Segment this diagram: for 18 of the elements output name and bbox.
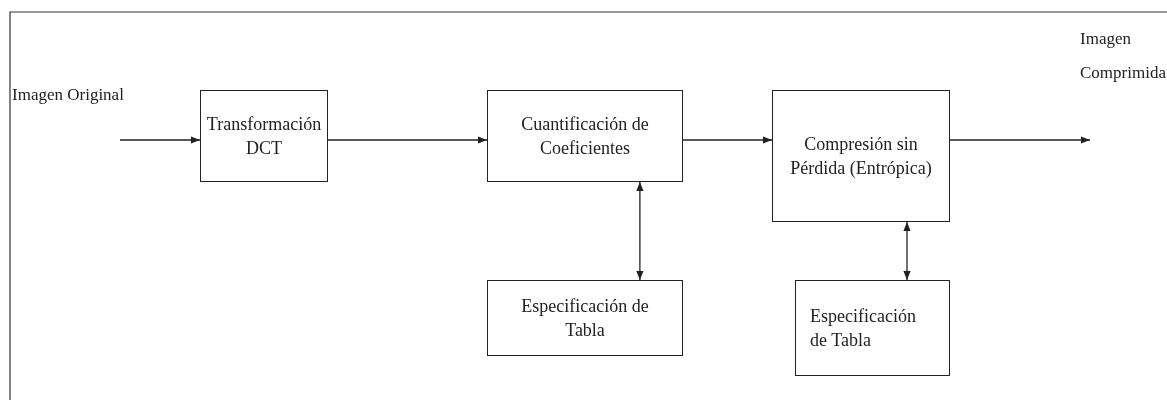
arrow xyxy=(682,136,773,144)
arrow xyxy=(949,136,1091,144)
box-label: Transformación DCT xyxy=(205,113,323,160)
box-label: Cuantificación de Coeficientes xyxy=(520,113,650,160)
io-label: Imagen Comprimida xyxy=(1080,28,1166,84)
process-box xyxy=(795,280,950,376)
arrow xyxy=(636,181,644,281)
process-box xyxy=(487,90,683,182)
process-box xyxy=(200,90,328,182)
io-label: Imagen Original xyxy=(12,84,125,106)
box-label: Compresión sin Pérdida (Entrópica) xyxy=(789,133,933,180)
arrow xyxy=(119,136,201,144)
arrow xyxy=(903,221,911,281)
box-label: Especificación de Tabla xyxy=(809,305,917,352)
process-box xyxy=(487,280,683,356)
arrow xyxy=(327,136,488,144)
process-box xyxy=(772,90,950,222)
box-label: Especificación de Tabla xyxy=(520,295,650,342)
